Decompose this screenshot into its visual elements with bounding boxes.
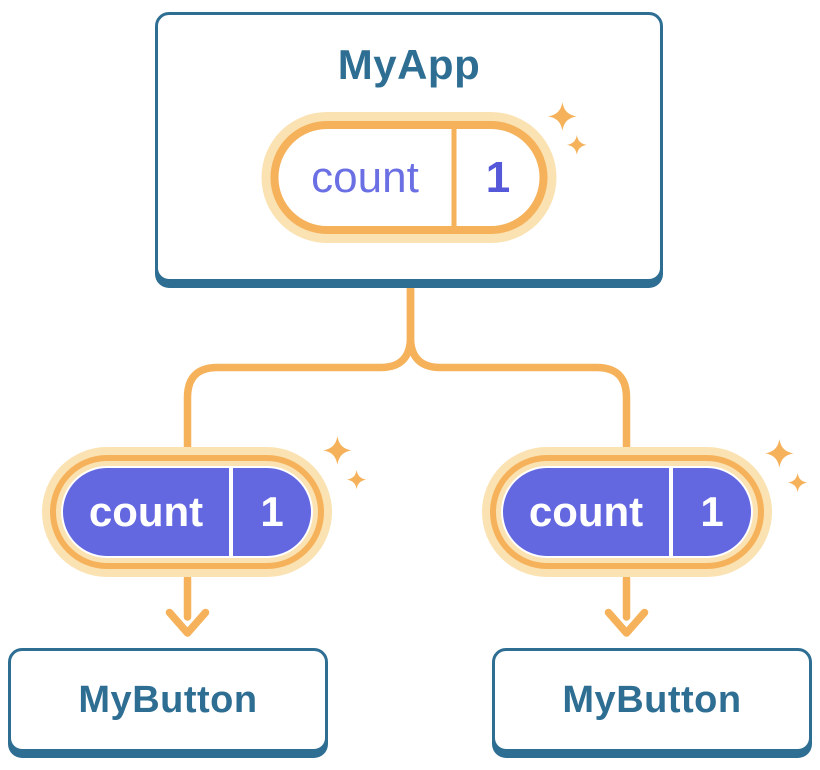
pill-divider xyxy=(229,468,233,556)
fork-line-left xyxy=(183,283,415,452)
state-value-label: 1 xyxy=(485,152,511,202)
right-mybutton-card: MyButton xyxy=(492,648,812,752)
left-mybutton-title: MyButton xyxy=(78,678,258,721)
state-name-label: count xyxy=(311,152,419,202)
right-mybutton-title: MyButton xyxy=(562,678,742,721)
right-prop-pill: count 1 xyxy=(501,466,753,558)
prop-name-label: count xyxy=(88,488,204,535)
pill-divider xyxy=(669,468,673,556)
sparkles-icon xyxy=(323,436,367,490)
fork-line-right xyxy=(406,283,631,452)
arrow-left-head xyxy=(165,608,210,637)
left-mybutton-card: MyButton xyxy=(8,648,328,752)
prop-value-label: 1 xyxy=(260,488,284,535)
sparkles-icon xyxy=(765,439,808,493)
pill-divider xyxy=(451,129,457,226)
left-prop-pill: count 1 xyxy=(61,466,313,558)
myapp-title: MyApp xyxy=(337,41,481,88)
prop-name-label: count xyxy=(528,488,644,535)
prop-value-label: 1 xyxy=(700,488,724,535)
myapp-state-pill: count 1 xyxy=(270,121,548,234)
sparkles-icon xyxy=(548,102,587,155)
arrow-right-head xyxy=(604,608,649,637)
